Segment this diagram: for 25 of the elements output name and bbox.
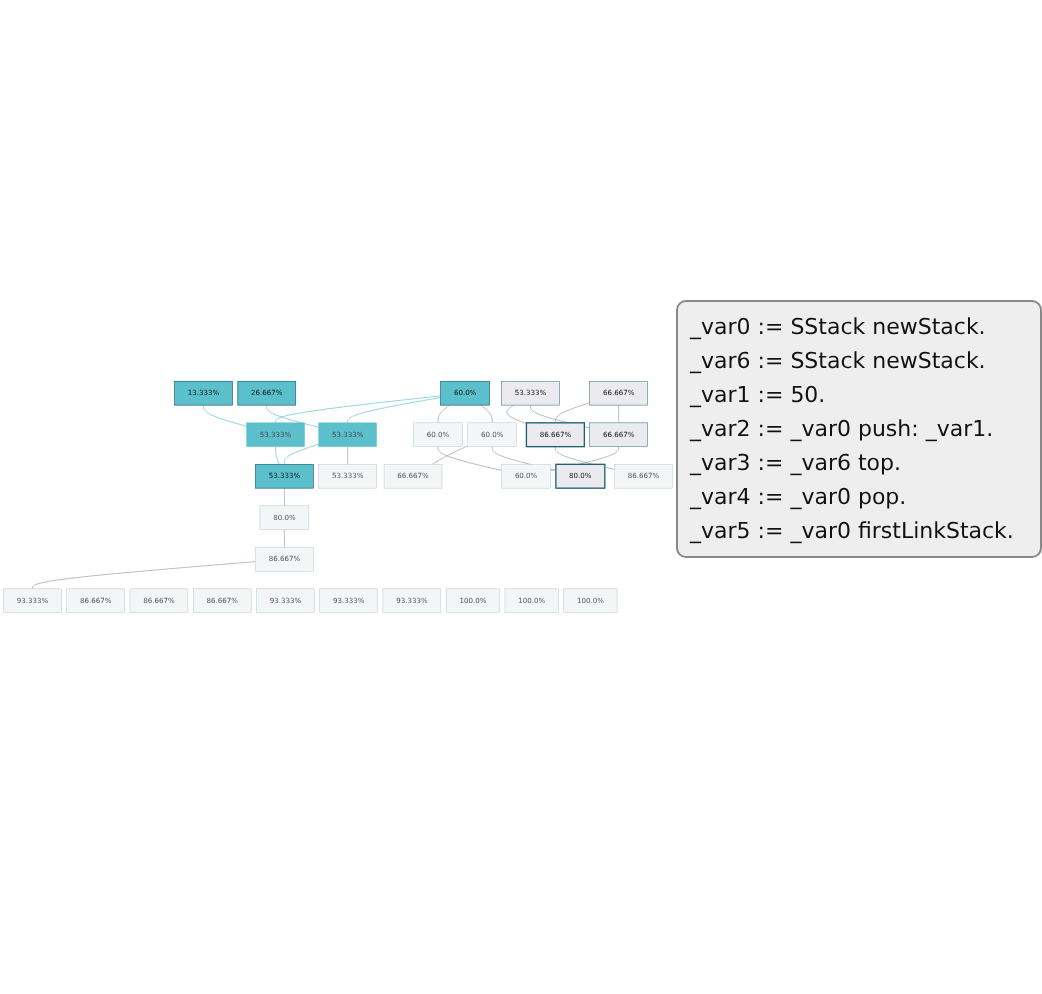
connector xyxy=(284,443,319,465)
connector xyxy=(618,404,619,424)
code-line: _var4 := _var0 pop. xyxy=(690,482,909,514)
connector xyxy=(347,446,348,465)
connector xyxy=(284,487,285,507)
connector xyxy=(437,446,502,471)
connector xyxy=(203,404,247,427)
code-line: _var3 := _var6 top. xyxy=(690,448,903,480)
connector xyxy=(555,402,590,424)
connector xyxy=(506,404,527,424)
code-line: _var0 := SStack newStack. xyxy=(690,312,988,344)
connector xyxy=(275,446,280,465)
connector xyxy=(480,404,493,424)
code-line: _var5 := _var0 firstLinkStack. xyxy=(690,516,1016,548)
connector xyxy=(347,397,441,424)
connector xyxy=(555,446,615,470)
connector xyxy=(266,404,319,428)
connector xyxy=(437,404,450,424)
code-line: _var2 := _var0 push: _var1. xyxy=(690,414,996,446)
connector xyxy=(275,395,441,424)
code-line: _var1 := 50. xyxy=(690,380,828,412)
connector xyxy=(284,529,285,548)
connector xyxy=(32,561,256,590)
code-line: _var6 := SStack newStack. xyxy=(690,346,988,378)
connector xyxy=(432,445,469,465)
